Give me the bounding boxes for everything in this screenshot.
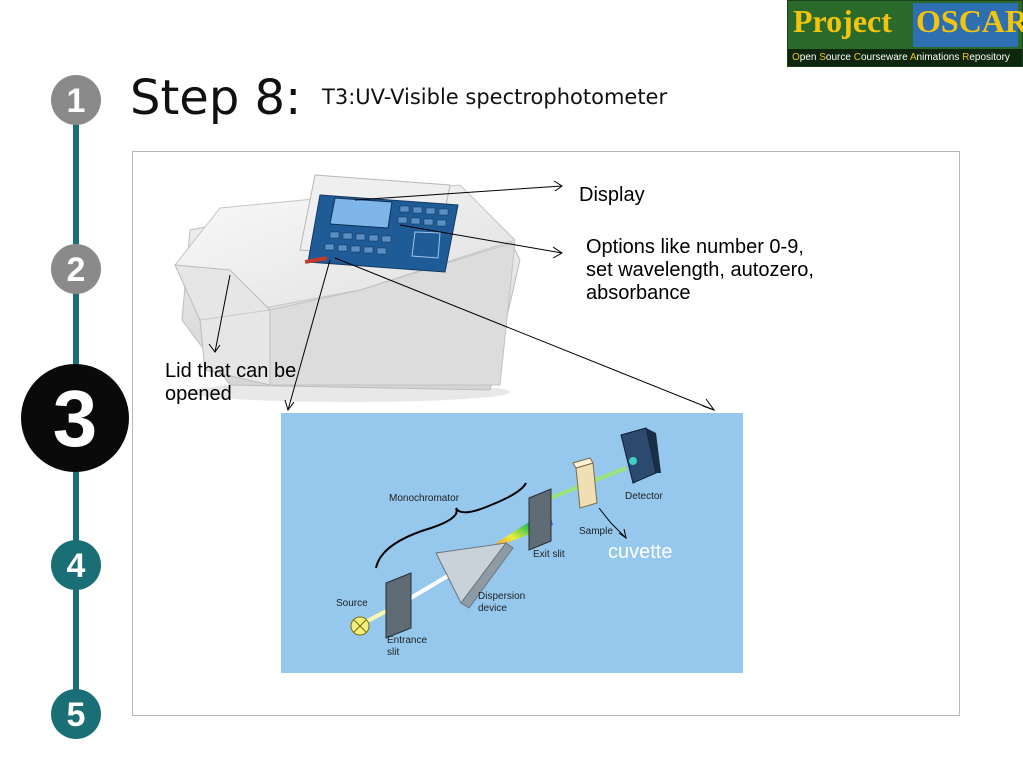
optical-path-diagram: Monochromator Source Entrance slit Dispe…	[281, 413, 743, 673]
label-dispersion-device: Dispersion device	[478, 591, 525, 615]
label-source: Source	[336, 598, 368, 610]
label-cuvette: cuvette	[608, 541, 672, 564]
label-entrance-slit: Entrance slit	[387, 635, 427, 659]
arrow-options	[400, 225, 562, 253]
arrowhead-diagram	[703, 399, 714, 410]
label-display: Display	[579, 184, 645, 207]
detector-window	[629, 457, 637, 465]
label-lid: Lid that can be opened	[165, 360, 296, 406]
arrow-lid	[215, 275, 230, 352]
label-options: Options like number 0-9, set wavelength,…	[586, 236, 814, 305]
arrowhead-lid	[209, 344, 220, 352]
arrow-display	[355, 186, 562, 200]
sample-cuvette	[576, 463, 597, 508]
entrance-slit-plate	[386, 573, 411, 638]
label-sample: Sample	[579, 526, 613, 538]
label-detector: Detector	[625, 491, 663, 503]
exit-slit-plate	[529, 489, 551, 550]
label-monochromator: Monochromator	[389, 493, 459, 505]
label-exit-slit: Exit slit	[533, 549, 565, 561]
source-lamp-icon	[351, 617, 369, 635]
